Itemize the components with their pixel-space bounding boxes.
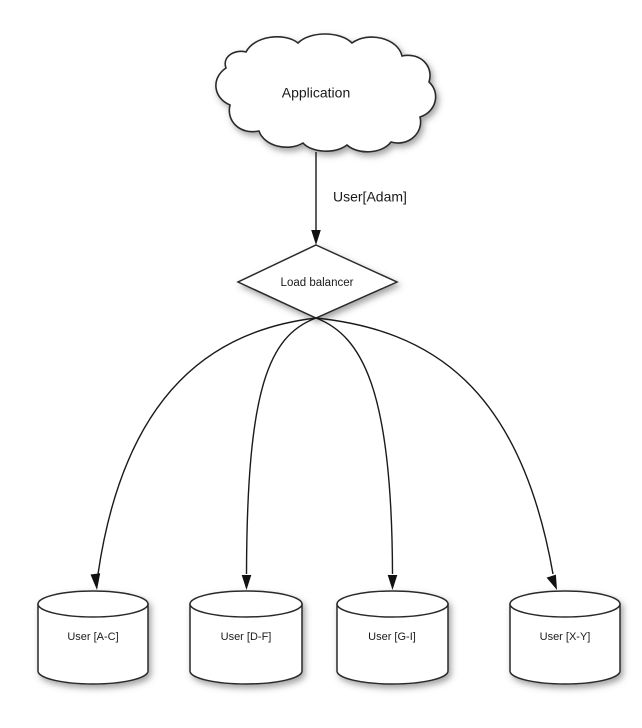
edge-lb-to-db-3	[315, 317, 557, 590]
arrowhead-app-lb	[311, 230, 321, 245]
arrowhead-lb-db3	[546, 574, 557, 590]
edge-label-user-adam: User[Adam]	[333, 189, 407, 205]
database-3-top	[509, 590, 621, 618]
arrowhead-lb-db0	[90, 573, 101, 590]
arrowhead-lb-db2	[387, 575, 398, 590]
database-1-top	[189, 590, 303, 618]
node-database-0[interactable]: User [A-C]	[37, 590, 149, 685]
database-2-top	[336, 590, 449, 618]
database-0-body	[37, 603, 149, 685]
node-application[interactable]: Application	[215, 33, 437, 153]
edge-path-lb-db3	[315, 317, 554, 575]
database-2-body	[336, 603, 449, 685]
edge-path-lb-db1	[245, 317, 317, 575]
edge-path-lb-db2	[315, 317, 394, 575]
database-1-label: User [D-F]	[221, 631, 272, 643]
edge-lb-to-db-0	[90, 317, 317, 590]
edge-path-lb-db0	[97, 317, 317, 575]
database-0-label: User [A-C]	[67, 631, 118, 643]
edge-lb-to-db-2	[315, 317, 398, 590]
arrowhead-lb-db1	[241, 575, 252, 590]
database-1-body	[189, 603, 303, 685]
application-label: Application	[282, 85, 351, 101]
database-3-label: User [X-Y]	[540, 631, 591, 643]
node-database-2[interactable]: User [G-I]	[336, 590, 449, 685]
database-3-body	[509, 603, 621, 685]
database-2-label: User [G-I]	[368, 631, 416, 643]
node-database-3[interactable]: User [X-Y]	[509, 590, 621, 685]
load-balancer-label: Load balancer	[281, 277, 354, 289]
edge-lb-to-db-1	[241, 317, 317, 590]
database-0-top	[37, 590, 149, 618]
edge-application-to-load-balancer: User[Adam]	[311, 152, 407, 245]
node-database-1[interactable]: User [D-F]	[189, 590, 303, 685]
node-load-balancer[interactable]: Load balancer	[236, 244, 399, 319]
